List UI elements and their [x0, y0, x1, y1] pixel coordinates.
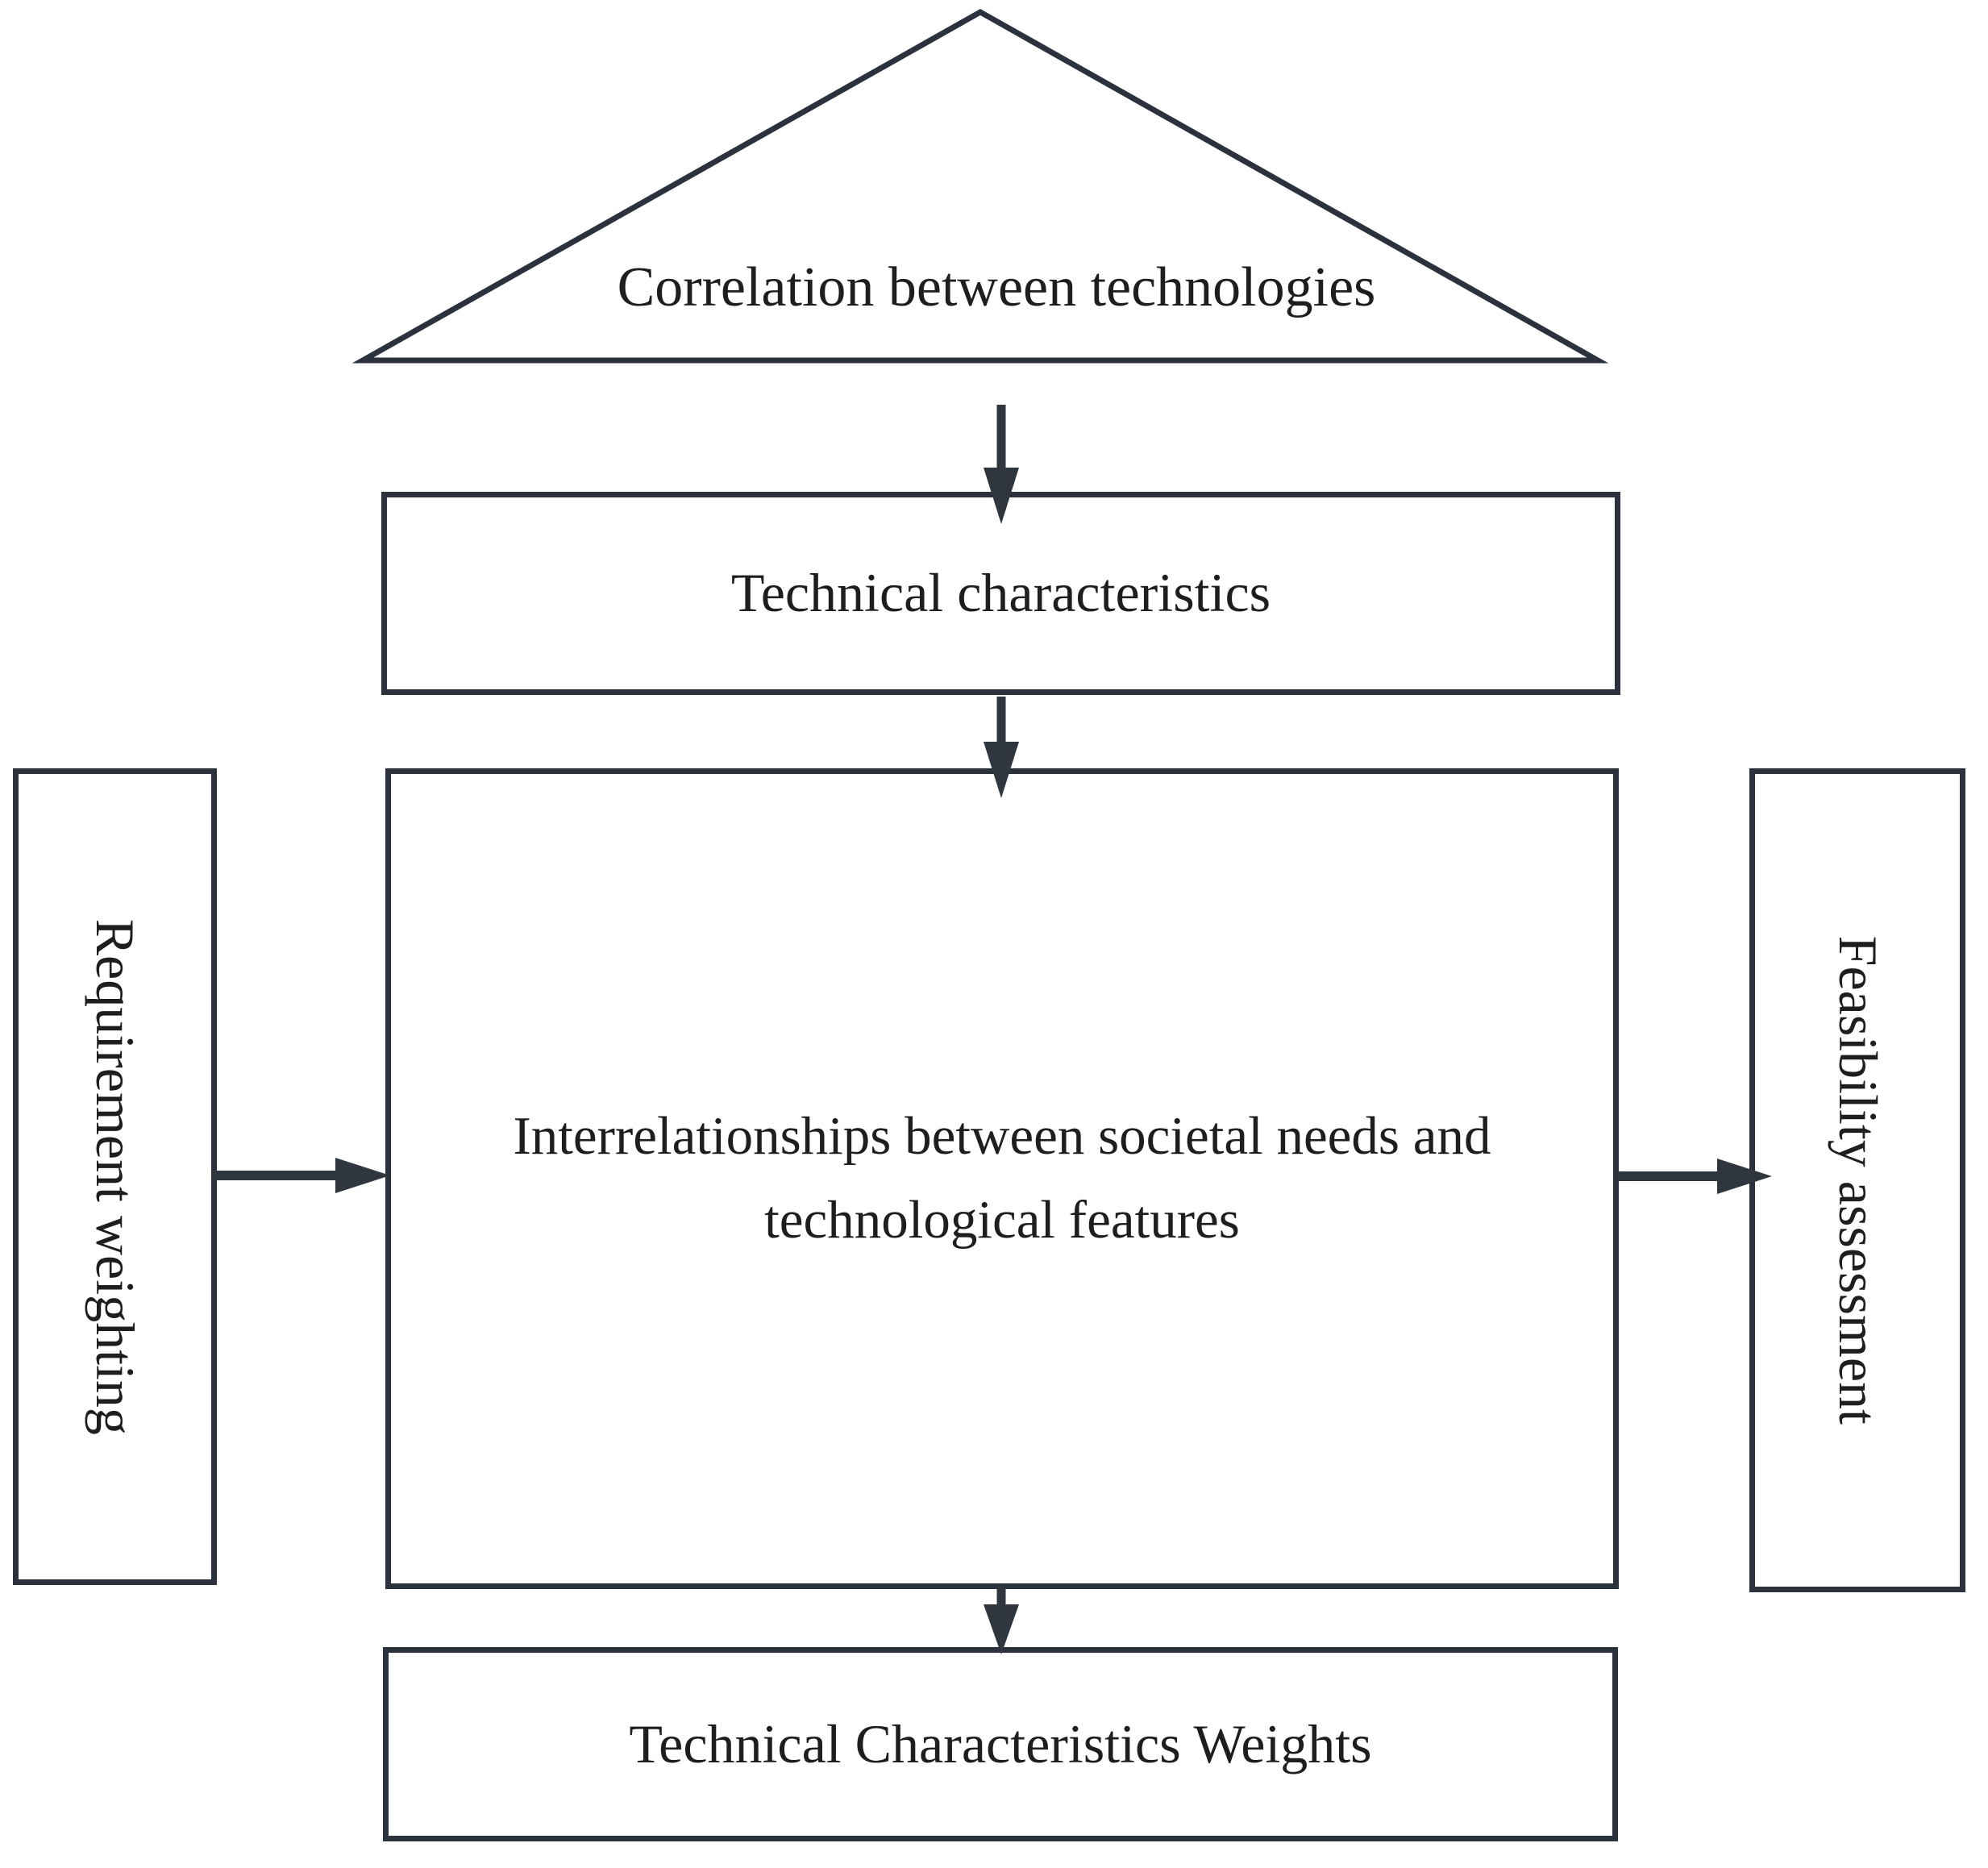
node-technical-characteristics: Technical characteristics [381, 492, 1620, 695]
node-label-technical-characteristics-weights: Technical Characteristics Weights [629, 1712, 1372, 1774]
node-label-interrelationships: Interrelationships between societal need… [513, 1106, 1491, 1250]
node-technical-characteristics-weights: Technical Characteristics Weights [383, 1647, 1618, 1841]
arrow-right-icon [211, 1158, 390, 1193]
arrow-down-icon [984, 1587, 1019, 1654]
node-label-technical-characteristics: Technical characteristics [730, 562, 1271, 624]
node-requirement-weighting: Requirement weighting [13, 768, 217, 1585]
node-feasibility-assessment: Feasibility assessment [1749, 768, 1965, 1592]
node-label-correlation-between-technologies: Correlation between technologies [617, 256, 1376, 318]
node-interrelationships: Interrelationships between societal need… [385, 768, 1619, 1589]
node-label-requirement-weighting: Requirement weighting [85, 918, 147, 1435]
node-label-feasibility-assessment: Feasibility assessment [1827, 935, 1889, 1425]
